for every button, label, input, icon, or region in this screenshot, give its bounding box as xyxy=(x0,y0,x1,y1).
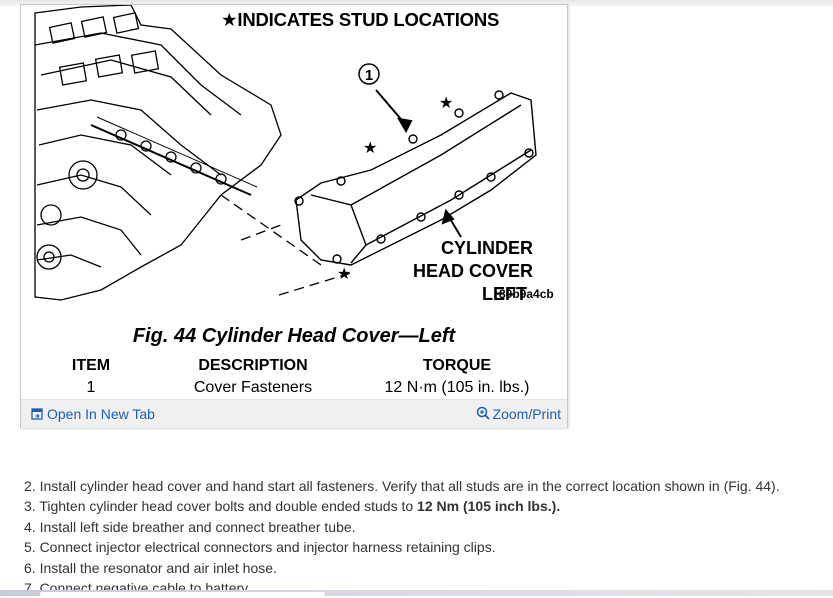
stud-note-text: INDICATES STUD LOCATIONS xyxy=(237,9,500,30)
callout-label: CYLINDER HEAD COVER LEFT xyxy=(397,237,533,306)
procedure-steps: 2. Install cylinder head cover and hand … xyxy=(24,476,780,598)
table-header-item: ITEM xyxy=(71,357,111,374)
engine-block-drawing xyxy=(34,5,352,301)
stud-locations-note: ★INDICATES STUD LOCATIONS xyxy=(221,9,499,31)
zoom-icon xyxy=(476,406,490,420)
table-cell-description: Cover Fasteners xyxy=(193,379,313,396)
table-cell-torque: 12 N·m (105 in. lbs.) xyxy=(384,379,530,396)
horizontal-scrollbar[interactable] xyxy=(0,590,833,596)
stud-star-icon: ★ xyxy=(439,93,453,112)
callout-number: 1 xyxy=(365,67,373,84)
stud-star-icon: ★ xyxy=(363,138,377,157)
callout-number-circle xyxy=(358,63,380,85)
star-icon: ★ xyxy=(221,10,238,31)
callout-arrows xyxy=(375,89,462,238)
stud-star-icons: ★ ★ ★ xyxy=(337,93,453,283)
callout-label-line: LEFT xyxy=(482,284,527,304)
list-item: 5. Connect injector electrical connector… xyxy=(24,539,496,556)
figure-footer: Open In New Tab Zoom/Print xyxy=(21,399,567,428)
table-cell-item: 1 xyxy=(86,379,96,396)
list-item: 4. Install left side breather and connec… xyxy=(24,518,356,535)
open-in-new-tab-label: Open In New Tab xyxy=(47,406,155,422)
cylinder-head-cover-diagram: 1 ★ ★ ★ xyxy=(34,5,537,301)
figure-container: 1 ★ ★ ★ ★INDICATES STUD LOCATIONS CYLIND… xyxy=(20,4,568,428)
list-item: 6. Install the resonator and air inlet h… xyxy=(24,559,277,576)
table-header-description: DESCRIPTION xyxy=(198,357,308,374)
open-in-new-tab-link[interactable]: Open In New Tab xyxy=(31,406,155,422)
head-cover-drawing xyxy=(294,90,537,266)
top-edge-bar xyxy=(0,0,833,6)
figure-caption: Fig. 44 Cylinder Head Cover—Left xyxy=(132,325,456,347)
table-header-torque: TORQUE xyxy=(422,357,492,374)
callout-label-line: HEAD COVER xyxy=(412,261,533,281)
zoom-print-label: Zoom/Print xyxy=(492,406,561,422)
scrollbar-thumb[interactable] xyxy=(40,592,325,596)
list-item: 2. Install cylinder head cover and hand … xyxy=(24,478,780,494)
list-item: 3. Tighten cylinder head cover bolts and… xyxy=(24,498,561,515)
image-code: 80b9a4cb xyxy=(499,287,554,301)
callout-label-line: CYLINDER xyxy=(440,238,533,258)
stud-star-icon: ★ xyxy=(337,264,351,283)
zoom-print-link[interactable]: Zoom/Print xyxy=(476,406,561,422)
new-tab-icon xyxy=(31,408,43,420)
